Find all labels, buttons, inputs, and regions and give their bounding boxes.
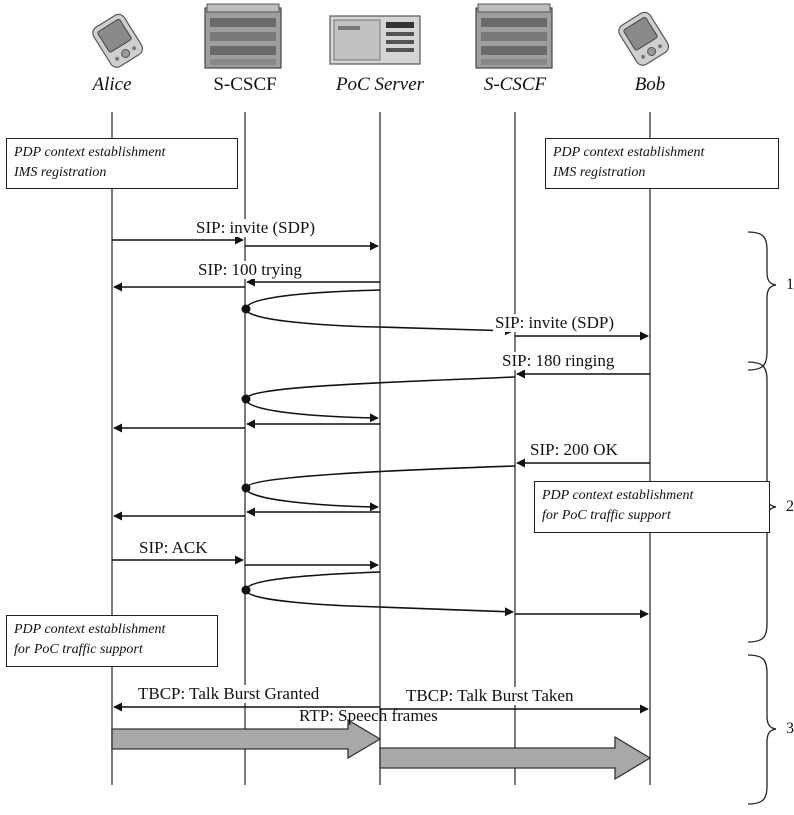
label-ok: SIP: 200 OK xyxy=(528,440,620,459)
phase-braces xyxy=(747,231,777,805)
phase-number-1: 1 xyxy=(786,276,794,293)
note-line: PDP context establishment xyxy=(14,622,166,637)
rtp-arrow-alice-poc xyxy=(111,718,382,760)
label-ringing: SIP: 180 ringing xyxy=(500,351,617,370)
pda-icon xyxy=(92,13,144,68)
note-bob-traffic: PDP context establishment for PoC traffi… xyxy=(534,481,770,533)
junction-dot xyxy=(241,483,251,493)
entity-label-scscf-2: S-CSCF xyxy=(483,74,547,95)
label-taken: TBCP: Talk Burst Taken xyxy=(404,686,576,705)
junction-dot xyxy=(241,394,251,404)
entity-label-poc-server: PoC Server xyxy=(335,74,425,95)
brace-phase-1 xyxy=(747,231,777,371)
entity-label-scscf-1: S-CSCF xyxy=(213,74,277,95)
note-line: PDP context establishment xyxy=(542,488,694,503)
entity-label-bob: Bob xyxy=(634,74,666,95)
label-granted: TBCP: Talk Burst Granted xyxy=(136,684,322,703)
rtp-arrows xyxy=(111,718,652,781)
label-ack: SIP: ACK xyxy=(137,538,210,557)
arrow-invite-poc-scscf2 xyxy=(377,326,514,336)
arrow-ack-loop xyxy=(245,571,381,608)
junction-dot xyxy=(241,585,251,595)
label-trying: SIP: 100 trying xyxy=(196,260,304,279)
phase-number-2: 2 xyxy=(786,498,794,515)
note-bob-setup: PDP context establishment IMS registrati… xyxy=(545,138,779,189)
entity-label-alice: Alice xyxy=(92,74,132,95)
label-invite-2: SIP: invite (SDP) xyxy=(493,313,617,332)
server-rack-icon xyxy=(204,3,282,69)
note-line: PDP context establishment xyxy=(553,145,705,160)
brace-phase-3 xyxy=(747,654,777,805)
junction-dot xyxy=(241,304,251,314)
note-line: IMS registration xyxy=(553,165,646,180)
brace-phase-2 xyxy=(747,361,777,643)
arrow-ack-poc-scscf2 xyxy=(379,606,514,617)
junction-dots xyxy=(241,304,251,595)
rtp-arrow-poc-bob xyxy=(379,735,652,781)
pda-icon xyxy=(618,11,670,66)
note-line: for PoC traffic support xyxy=(542,508,671,523)
note-line: IMS registration xyxy=(14,165,107,180)
note-alice-setup: PDP context establishment IMS registrati… xyxy=(6,138,238,189)
note-alice-traffic: PDP context establishment for PoC traffi… xyxy=(6,615,218,667)
label-invite-1: SIP: invite (SDP) xyxy=(194,218,318,237)
server-box-icon xyxy=(329,15,421,65)
label-rtp: RTP: Speech frames xyxy=(299,706,438,725)
note-line: for PoC traffic support xyxy=(14,642,143,657)
arrow-invite-loop-1 xyxy=(245,289,381,328)
phase-number-3: 3 xyxy=(786,720,794,737)
note-line: PDP context establishment xyxy=(14,145,166,160)
server-rack-icon xyxy=(475,3,553,69)
